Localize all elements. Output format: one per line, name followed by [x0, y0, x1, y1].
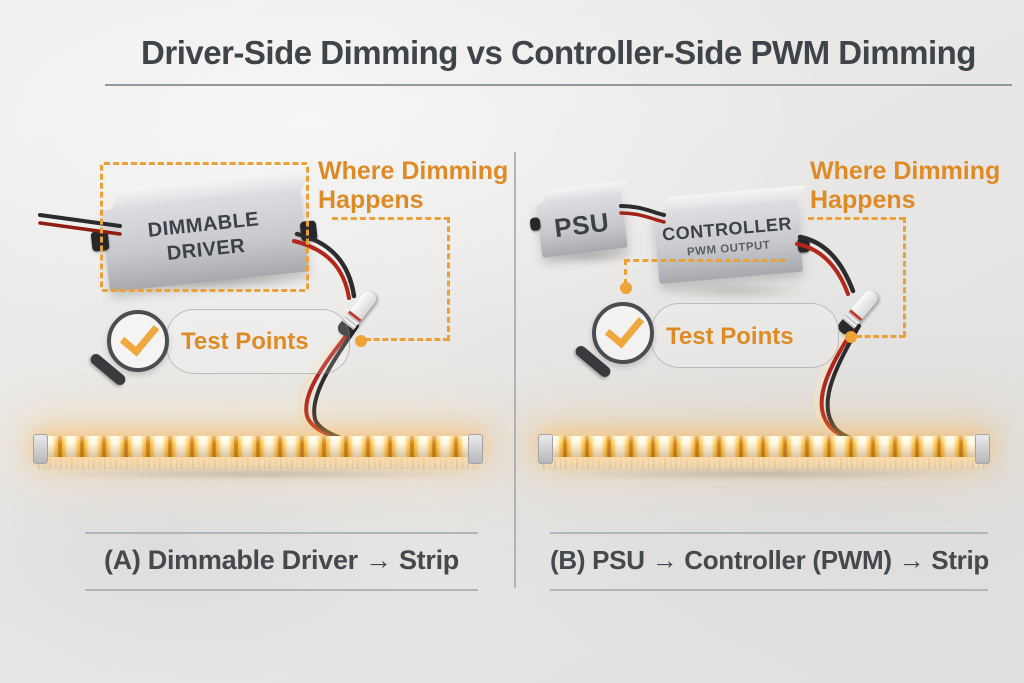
controller-box: CONTROLLER PWM OUTPUT: [652, 184, 811, 294]
page-title: Driver-Side Dimming vs Controller-Side P…: [141, 34, 976, 71]
psu-box: PSU: [529, 179, 629, 258]
strip-shadow: [44, 469, 472, 479]
magnifier-icon: [88, 310, 169, 388]
dashed-leader-a: [365, 338, 449, 341]
magnifier-lens: [107, 310, 169, 372]
led-strip-b: [538, 434, 990, 479]
test-point-connector-b: [835, 287, 881, 338]
title-underline: Driver-Side Dimming vs Controller-Side P…: [105, 34, 1012, 86]
led-row: [38, 436, 478, 457]
magnifier-lens: [592, 302, 654, 364]
psu-box-face: PSU: [535, 193, 628, 258]
test-points-callout-b: [651, 303, 839, 368]
strip-end-cap: [33, 434, 48, 464]
dashed-leader-b: [903, 217, 906, 337]
test-points-callout-a: [166, 309, 350, 374]
dashed-leader-a: [332, 217, 450, 220]
dashed-leader-pwm: [624, 259, 627, 285]
dimming-zone-dashed-box-a: [100, 162, 309, 292]
test-point-dot-a: [355, 335, 367, 347]
strip-base: [38, 457, 478, 469]
strip-base: [543, 457, 985, 469]
magnifier-icon: [573, 302, 654, 380]
dashed-leader-b: [808, 217, 905, 220]
controller-box-face: CONTROLLER PWM OUTPUT: [653, 201, 804, 285]
dashed-leader-b: [856, 335, 905, 338]
caption-a: (A) Dimmable Driver → Strip: [85, 532, 478, 591]
strip-end-cap: [538, 434, 553, 464]
dashed-leader-a: [447, 217, 450, 341]
psu-label: PSU: [552, 206, 611, 244]
caption-b: (B) PSU → Controller (PWM) → Strip: [550, 532, 989, 591]
led-strip-a: [33, 434, 483, 479]
psu-cable-gland: [529, 217, 542, 232]
pwm-point-dot: [620, 282, 632, 294]
test-points-label-a: Test Points: [181, 328, 309, 355]
strip-shadow: [549, 469, 979, 479]
where-dimming-label-a: Where Dimming Happens: [318, 157, 509, 214]
dashed-leader-pwm: [624, 259, 786, 262]
where-dimming-label-b: Where Dimming Happens: [810, 157, 1001, 214]
test-points-label-b: Test Points: [666, 323, 794, 350]
controller-cable-gland: [797, 236, 811, 253]
strip-end-cap: [468, 434, 483, 464]
led-row: [543, 436, 985, 457]
strip-end-cap: [975, 434, 990, 464]
panel-divider: [514, 152, 516, 588]
controller-shadow: [660, 282, 810, 300]
test-point-dot-b: [845, 331, 857, 343]
